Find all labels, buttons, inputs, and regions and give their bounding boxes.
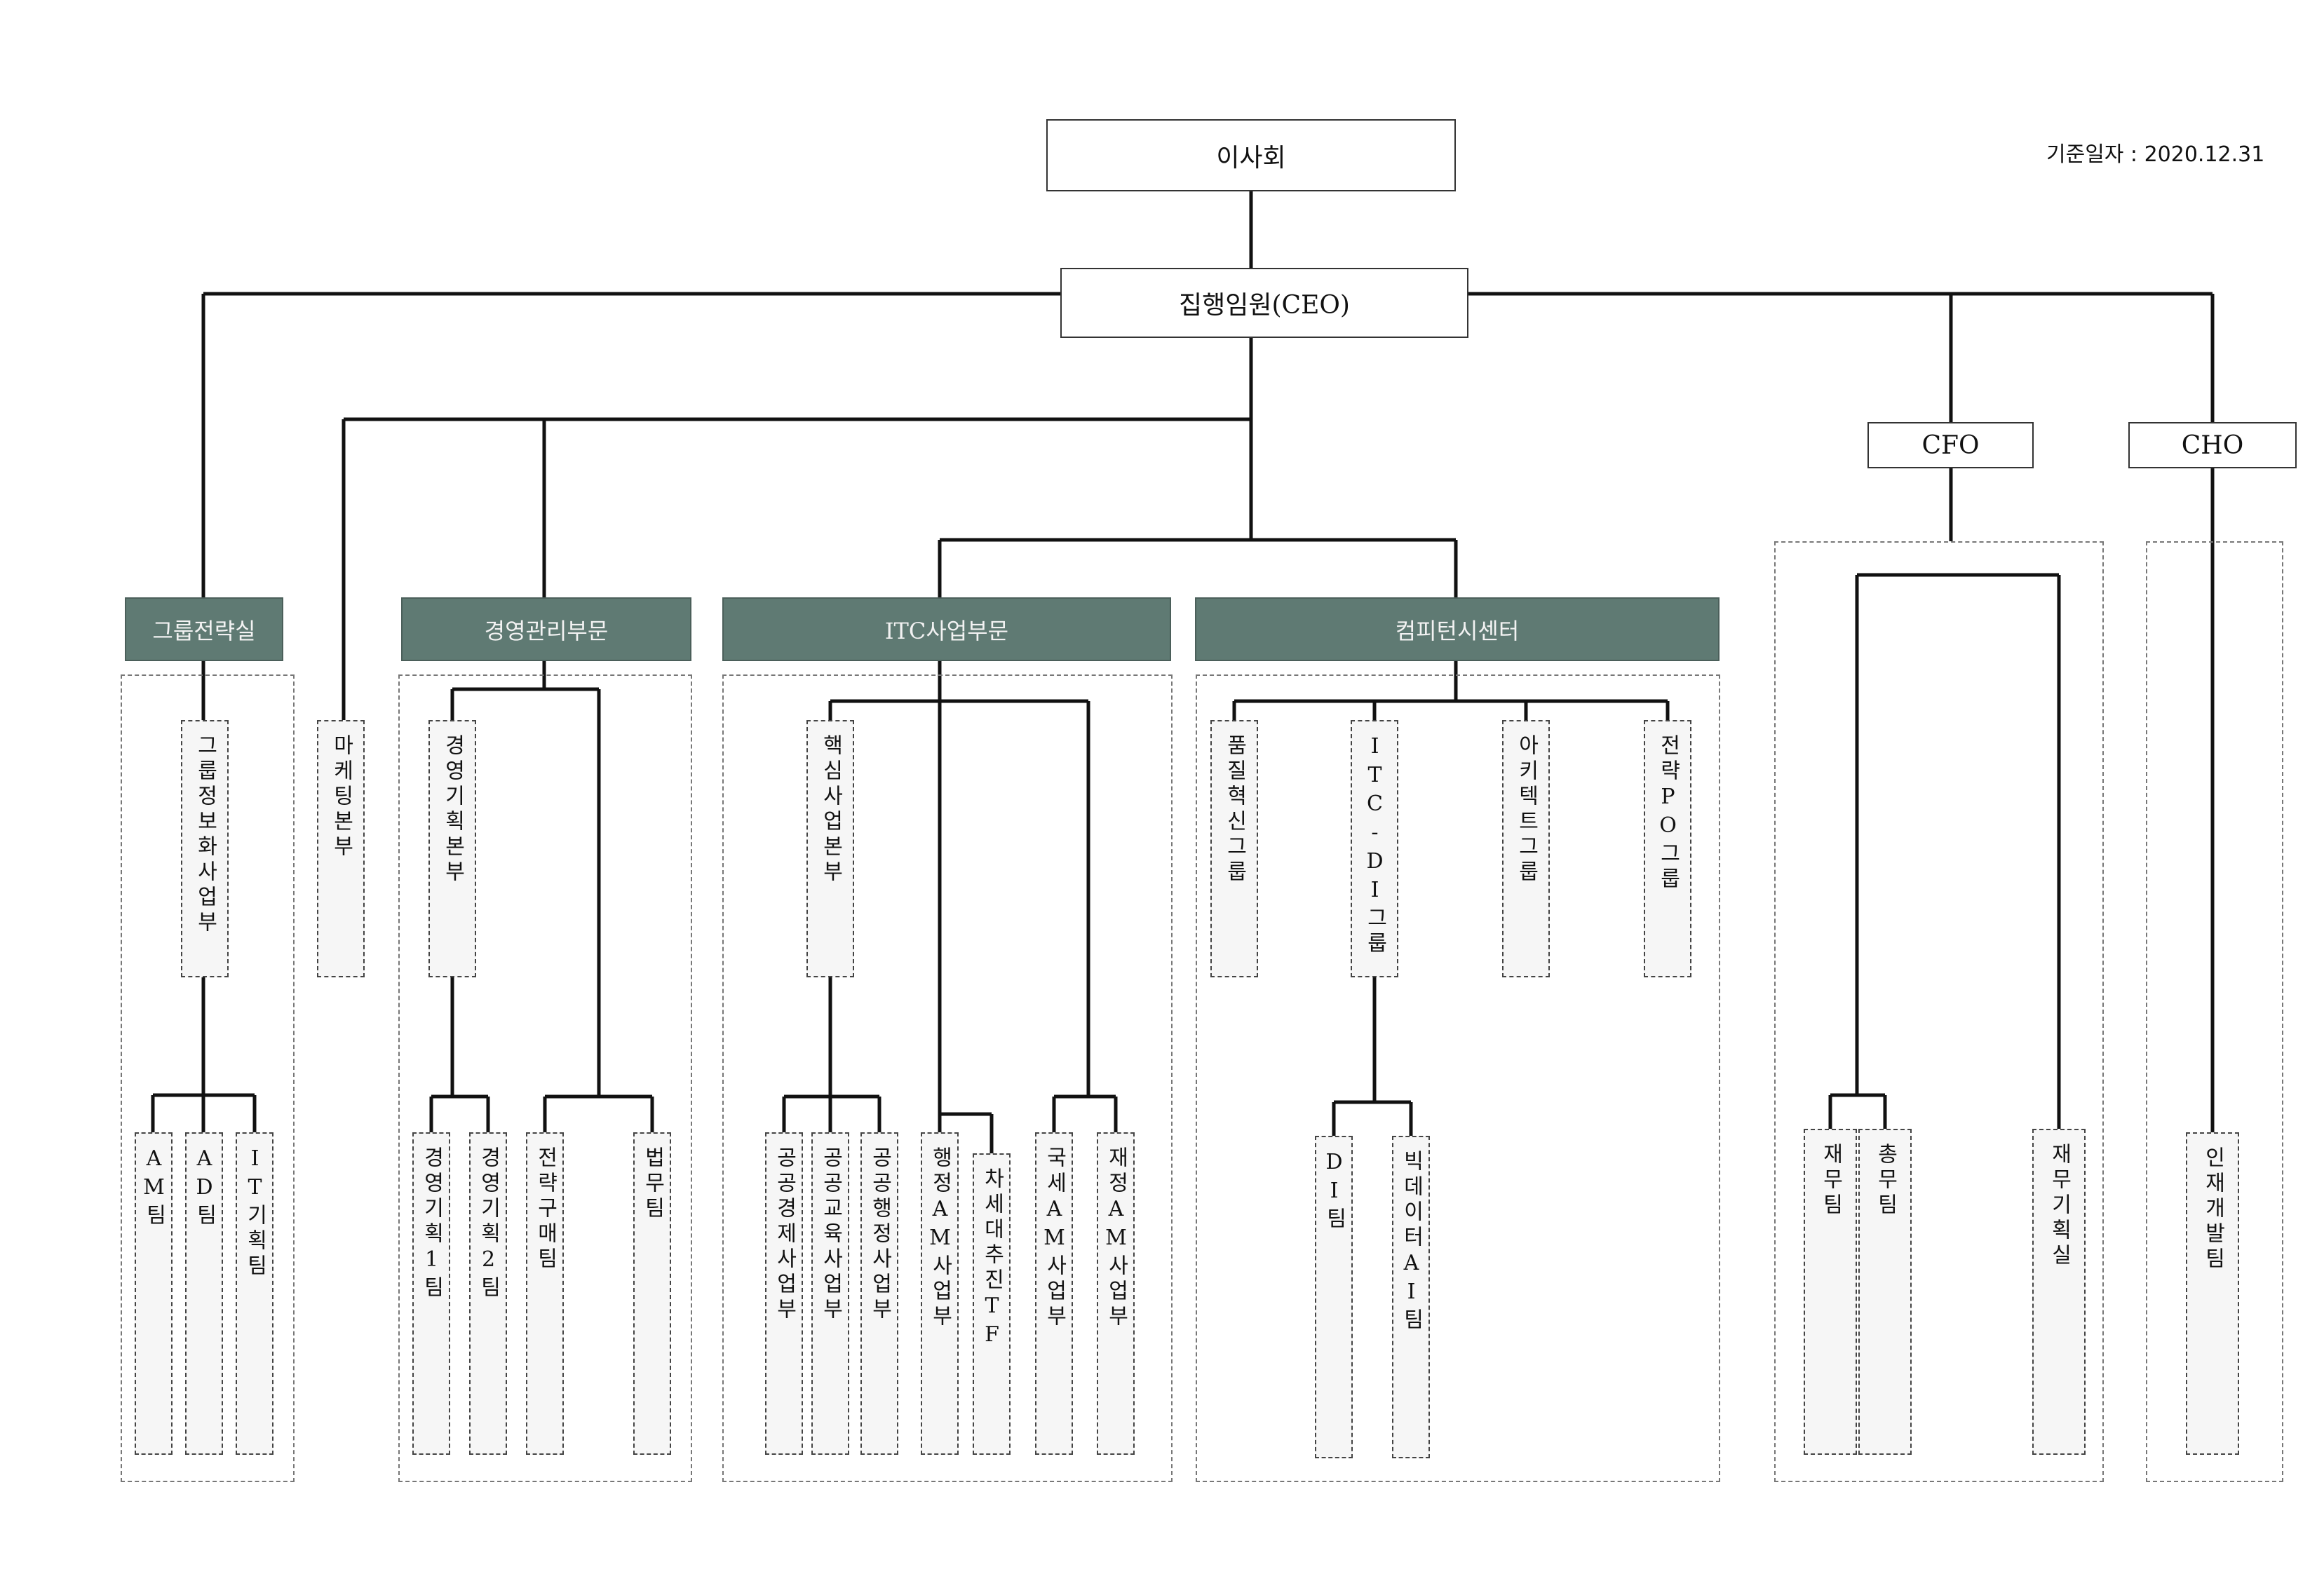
team-it-planning-label: IT기획팀 [243,1146,267,1280]
ceo-box: 집행임원(CEO) [1060,268,1468,338]
team-it-planning: IT기획팀 [236,1132,273,1455]
unit-strategy-po-label: 전략PO그룹 [1656,734,1680,893]
team-di-label: DI팀 [1322,1150,1346,1233]
team-public-econ: 공공경제사업부 [765,1132,803,1455]
unit-architect: 아키텍트그룹 [1502,720,1550,977]
cfo-panel [1774,541,2104,1482]
team-public-admin-label: 공공행정사업부 [867,1146,892,1323]
division-group-strategy: 그룹전략실 [125,597,283,661]
team-purchase-label: 전략구매팀 [533,1146,558,1273]
unit-mgmt-planning-label: 경영기획본부 [440,734,465,886]
team-next-gen-label: 차세대추진TF [980,1167,1004,1351]
management-panel [398,674,692,1482]
team-mgmt1-label: 경영기획1팀 [419,1146,444,1301]
unit-strategy-po: 전략PO그룹 [1644,720,1691,977]
division-management: 경영관리부문 [401,597,691,661]
team-national-tax: 국세AM사업부 [1035,1132,1073,1455]
team-bigdata-label: 빅데이터AI팀 [1399,1150,1424,1334]
team-public-edu: 공공교육사업부 [811,1132,849,1455]
unit-mgmt-planning: 경영기획본부 [428,720,476,977]
unit-marketing-label: 마케팅본부 [329,734,353,860]
team-finance-planning-label: 재무기획실 [2047,1143,2072,1269]
unit-core-business: 핵심사업본부 [806,720,854,977]
unit-architect-label: 아키텍트그룹 [1514,734,1539,886]
team-ad: AD팀 [185,1132,223,1455]
itc-panel [722,674,1173,1482]
team-hr-dev-label: 인재개발팀 [2201,1146,2225,1273]
unit-itc-di: ITC-DI그룹 [1351,720,1398,977]
unit-itc-di-label: ITC-DI그룹 [1363,734,1387,957]
division-itc: ITC사업부문 [722,597,1171,661]
team-mgmt2-label: 경영기획2팀 [476,1146,501,1301]
board-box: 이사회 [1046,119,1456,191]
unit-marketing: 마케팅본부 [317,720,365,977]
team-di: DI팀 [1315,1136,1353,1458]
cho-panel [2146,541,2283,1482]
team-public-edu-label: 공공교육사업부 [818,1146,843,1323]
cho-box: CHO [2128,422,2297,468]
team-am: AM팀 [135,1132,173,1455]
team-public-econ-label: 공공경제사업부 [772,1146,797,1323]
unit-quality: 품질혁신그룹 [1210,720,1258,977]
team-finance-label: 재무팀 [1818,1143,1843,1219]
unit-quality-label: 품질혁신그룹 [1222,734,1247,886]
team-am-label: AM팀 [142,1146,166,1229]
unit-group-info: 그룹정보화사업부 [181,720,229,977]
team-bigdata: 빅데이터AI팀 [1392,1136,1430,1458]
competency-panel [1196,674,1720,1482]
team-admin-am-label: 행정AM사업부 [928,1146,952,1330]
team-ad-label: AD팀 [192,1146,217,1229]
group-strategy-panel [121,674,295,1482]
team-general-label: 총무팀 [1873,1143,1898,1219]
team-finance: 재무팀 [1804,1129,1857,1455]
team-legal-label: 법무팀 [640,1146,665,1222]
team-next-gen: 차세대추진TF [973,1153,1011,1455]
unit-core-business-label: 핵심사업본부 [818,734,843,886]
team-finance-planning: 재무기획실 [2032,1129,2086,1455]
team-mgmt2: 경영기획2팀 [469,1132,507,1455]
team-national-tax-label: 국세AM사업부 [1042,1146,1067,1330]
team-legal: 법무팀 [633,1132,671,1455]
team-hr-dev: 인재개발팀 [2186,1132,2239,1455]
unit-group-info-label: 그룹정보화사업부 [193,734,217,936]
cfo-box: CFO [1867,422,2034,468]
division-competency: 컴피턴시센터 [1195,597,1720,661]
team-finance-am: 재정AM사업부 [1097,1132,1135,1455]
team-mgmt1: 경영기획1팀 [412,1132,450,1455]
team-finance-am-label: 재정AM사업부 [1104,1146,1128,1330]
team-public-admin: 공공행정사업부 [860,1132,898,1455]
team-purchase: 전략구매팀 [526,1132,564,1455]
team-general: 총무팀 [1858,1129,1912,1455]
team-admin-am: 행정AM사업부 [921,1132,959,1455]
reference-date: 기준일자 : 2020.12.31 [2046,142,2265,167]
